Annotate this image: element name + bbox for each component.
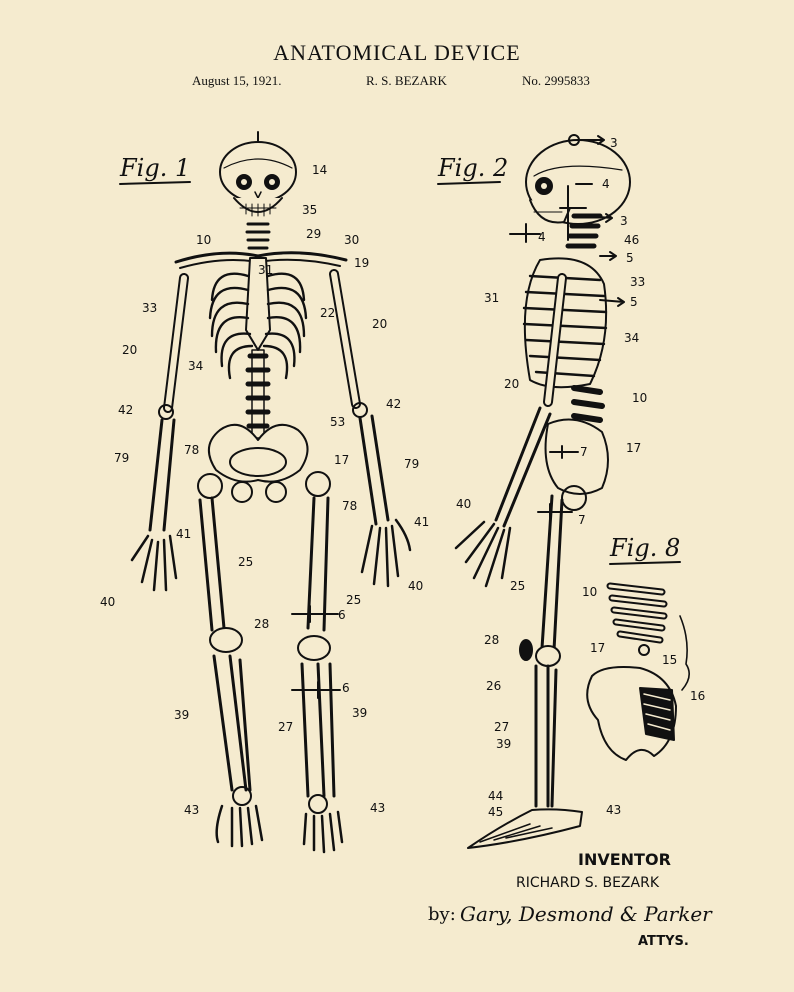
fig1-numeral: 19 <box>354 256 369 270</box>
fig8-underline <box>609 561 681 565</box>
fig1-numeral: 30 <box>344 233 359 247</box>
fig1-arrows <box>291 605 341 699</box>
fig1-numeral: 14 <box>312 163 327 177</box>
fig1-numeral: 41 <box>414 515 429 529</box>
fig1-numeral: 29 <box>306 227 321 241</box>
fig1-underline <box>119 181 191 185</box>
fig2-skeleton <box>454 134 631 849</box>
fig1-numeral: 40 <box>408 579 423 593</box>
fig2-numeral: 7 <box>578 513 586 527</box>
fig1-numeral: 43 <box>370 801 385 815</box>
fig1-numeral: 25 <box>238 555 253 569</box>
fig1-numeral: 25 <box>346 593 361 607</box>
patent-date: August 15, 1921. <box>192 73 282 88</box>
fig2-numeral: 39 <box>496 737 511 751</box>
fig1-numeral: 79 <box>404 457 419 471</box>
fig8-numeral: 17 <box>590 641 605 655</box>
fig1-numeral: 42 <box>118 403 133 417</box>
fig2-numeral: 4 <box>538 230 546 244</box>
fig1-numeral: 6 <box>338 608 346 622</box>
fig2-numeral: 40 <box>456 497 471 511</box>
fig1-numeral: 34 <box>188 359 203 373</box>
fig1-numeral: 39 <box>352 706 367 720</box>
fig1-numeral: 20 <box>372 317 387 331</box>
fig8-numeral: 15 <box>662 653 677 667</box>
fig1-numeral: 40 <box>100 595 115 609</box>
fig1-numeral: 43 <box>184 803 199 817</box>
fig1-numeral: 31 <box>258 263 273 277</box>
fig1-numeral: 53 <box>330 415 345 429</box>
fig1-numeral: 79 <box>114 451 129 465</box>
fig1-caption: Fig. 1 <box>119 154 190 182</box>
fig1-numeral: 41 <box>176 527 191 541</box>
fig8-numeral: 16 <box>690 689 705 703</box>
fig2-numeral: 26 <box>486 679 501 693</box>
fig1-numeral: 17 <box>334 453 349 467</box>
fig1-numeral: 33 <box>142 301 157 315</box>
fig8-detail <box>586 582 690 761</box>
fig2-numeral: 34 <box>624 331 639 345</box>
attorneys-signature: Gary, Desmond & Parker <box>460 902 712 926</box>
inventor-name: RICHARD S. BEZARK <box>516 875 660 891</box>
fig2-numeral: 4 <box>602 177 610 191</box>
fig2-caption: Fig. 2 <box>437 154 508 182</box>
fig1-numeral: 39 <box>174 708 189 722</box>
fig1-numeral: 42 <box>386 397 401 411</box>
fig2-numeral: 43 <box>606 803 621 817</box>
fig2-numeral: 20 <box>504 377 519 391</box>
fig2-numeral: 45 <box>488 805 503 819</box>
fig1-numeral: 6 <box>342 681 350 695</box>
by-label: by: <box>428 904 456 925</box>
fig8-caption: Fig. 8 <box>609 534 680 562</box>
patent-number: No. 2995833 <box>522 73 590 88</box>
fig2-arrows <box>509 135 625 521</box>
inventor-heading: INVENTOR <box>578 850 671 869</box>
fig2-numeral: 3 <box>620 214 628 228</box>
fig2-numeral: 5 <box>626 251 634 265</box>
fig2-numeral: 28 <box>484 633 499 647</box>
fig2-numeral: 44 <box>488 789 503 803</box>
fig1-numeral: 28 <box>254 617 269 631</box>
fig2-numeral: 25 <box>510 579 525 593</box>
fig2-numeral: 17 <box>626 441 641 455</box>
fig1-skeleton <box>130 131 412 854</box>
fig1-numeral: 35 <box>302 203 317 217</box>
fig2-numeral: 27 <box>494 720 509 734</box>
fig8-numeral: 10 <box>582 585 597 599</box>
fig2-numeral: 3 <box>610 136 618 150</box>
fig2-numeral: 5 <box>630 295 638 309</box>
fig1-numeral: 20 <box>122 343 137 357</box>
patent-inventor-short: R. S. BEZARK <box>366 73 447 88</box>
fig2-underline <box>437 181 501 185</box>
fig2-numeral: 33 <box>630 275 645 289</box>
fig1-numeral: 10 <box>196 233 211 247</box>
fig1-numeral: 78 <box>342 499 357 513</box>
fig2-numeral: 46 <box>624 233 639 247</box>
patent-title: ANATOMICAL DEVICE <box>273 40 521 65</box>
fig1-numeral: 27 <box>278 720 293 734</box>
fig1-numeral: 22 <box>320 306 335 320</box>
fig2-numeral: 31 <box>484 291 499 305</box>
attys-label: ATTYS. <box>638 934 689 949</box>
fig2-numeral: 7 <box>580 445 588 459</box>
fig1-numeral: 78 <box>184 443 199 457</box>
fig2-numeral: 10 <box>632 391 647 405</box>
